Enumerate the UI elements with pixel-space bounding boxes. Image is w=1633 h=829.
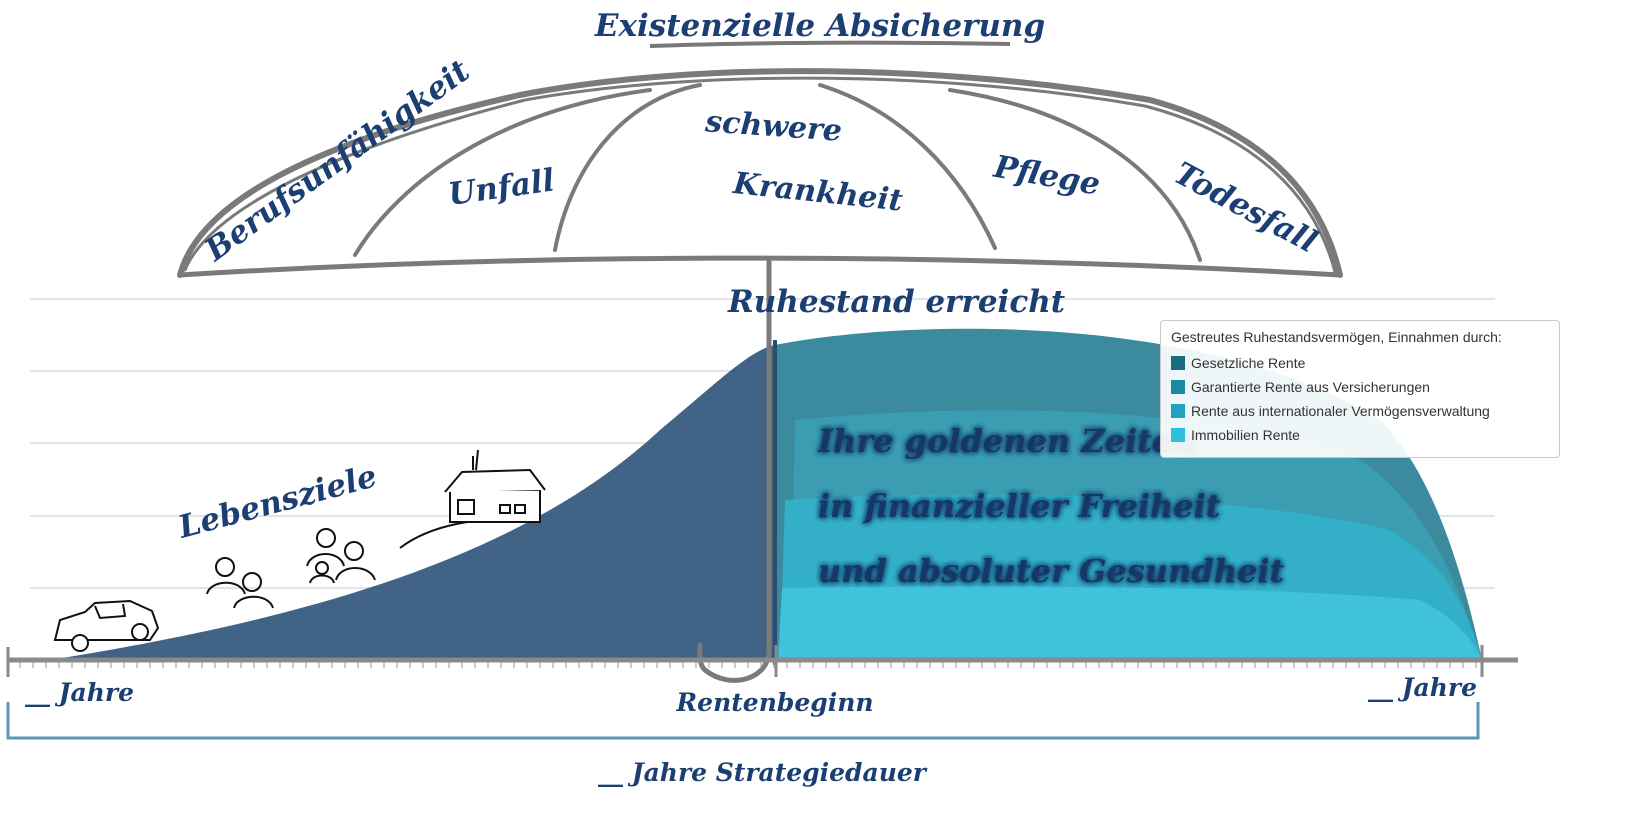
house-icon: [399, 449, 546, 549]
risk-unfall: Unfall: [446, 162, 557, 212]
page-title: Existenzielle Absicherung: [594, 8, 1045, 44]
legend-item-garantierte-rente: Garantierte Rente aus Versicherungen: [1171, 375, 1549, 399]
car-icon: [53, 599, 160, 652]
legend-item-gesetzliche-rente: Gesetzliche Rente: [1171, 351, 1549, 375]
legend-item-vermoegensverwaltung: Rente aus internationaler Vermögensverwa…: [1171, 399, 1549, 423]
risk-pflege: Pflege: [990, 149, 1103, 203]
legend-swatch: [1171, 356, 1185, 370]
couple-icon: [206, 557, 274, 609]
axis-end-label: __ Jahre: [1368, 673, 1477, 702]
legend: Gestreutes Ruhestandsvermögen, Einnahmen…: [1160, 320, 1560, 458]
golden-line-2: in finanzieller Freiheit: [818, 487, 1221, 525]
risk-krankheit: Krankheit: [731, 166, 905, 219]
umbrella-icon: [177, 68, 1343, 683]
life-goals-label: Lebensziele: [174, 458, 381, 546]
legend-item-immobilien-rente: Immobilien Rente: [1171, 423, 1549, 447]
golden-line-1: Ihre goldenen Zeiten: [817, 422, 1196, 460]
duration-bracket: [6, 702, 1480, 740]
legend-label: Immobilien Rente: [1191, 427, 1300, 443]
golden-line-3: und absoluter Gesundheit: [818, 552, 1284, 590]
legend-swatch: [1171, 404, 1185, 418]
legend-swatch: [1171, 428, 1185, 442]
family-icon: [306, 528, 376, 584]
title-underline: [649, 40, 1011, 48]
axis-start-label: __ Jahre: [25, 678, 134, 707]
legend-title: Gestreutes Ruhestandsvermögen, Einnahmen…: [1171, 329, 1502, 345]
legend-label: Gesetzliche Rente: [1191, 355, 1306, 371]
accumulation-area: [50, 345, 775, 660]
retirement-reached-label: Ruhestand erreicht: [727, 284, 1066, 320]
risk-schwere: schwere: [703, 104, 843, 149]
duration-label: __ Jahre Strategiedauer: [598, 758, 928, 787]
axis-middle-label: Rentenbeginn: [675, 688, 873, 717]
risk-berufsunfaehigkeit: Berufsunfähigkeit: [198, 52, 477, 269]
time-axis: [6, 645, 1518, 677]
area-immobilien-rente: [778, 586, 1482, 660]
golden-times-text: Ihre goldenen Zeiten in finanzieller Fre…: [817, 422, 1284, 590]
risk-todesfall: Todesfall: [1168, 155, 1323, 260]
axis-ticks: [19, 662, 1477, 668]
legend-label: Garantierte Rente aus Versicherungen: [1191, 379, 1430, 395]
legend-label: Rente aus internationaler Vermögensverwa…: [1191, 403, 1490, 419]
legend-swatch: [1171, 380, 1185, 394]
